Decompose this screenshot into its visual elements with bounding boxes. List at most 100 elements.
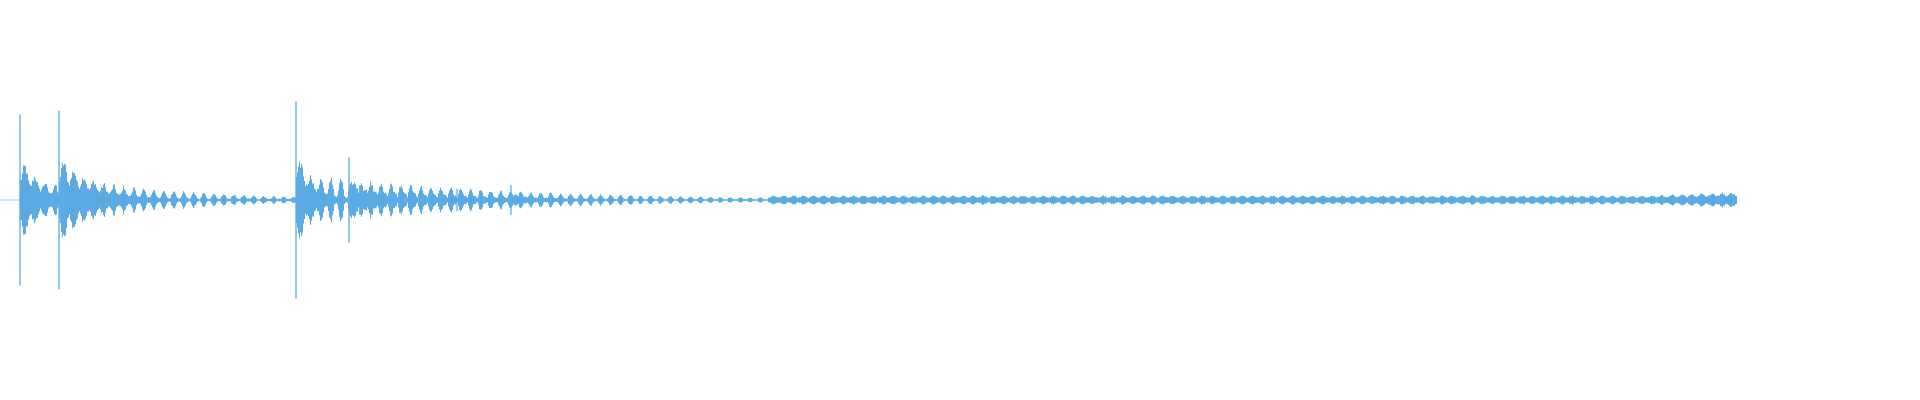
waveform-sample <box>85 181 86 219</box>
waveform-sample <box>526 197 527 203</box>
waveform-sample <box>573 197 574 203</box>
waveform-sample <box>269 198 270 202</box>
waveform-sample <box>300 167 301 233</box>
waveform-sample <box>1120 197 1121 203</box>
waveform-sample <box>986 196 987 204</box>
waveform-sample <box>1689 195 1690 205</box>
waveform-sample <box>1208 197 1209 203</box>
waveform-sample <box>1391 196 1392 204</box>
waveform-sample <box>266 198 267 202</box>
waveform-sample <box>71 177 72 223</box>
waveform-sample <box>1732 194 1733 206</box>
waveform-sample <box>793 196 794 204</box>
waveform-sample <box>1235 196 1236 204</box>
waveform-sample <box>1343 196 1344 204</box>
waveform-sample <box>1225 196 1226 204</box>
waveform-sample <box>478 195 479 205</box>
waveform-sample <box>1233 195 1234 205</box>
waveform-sample <box>1205 197 1206 203</box>
waveform-sample <box>1097 197 1098 203</box>
waveform-sample <box>37 182 38 218</box>
waveform-sample <box>1092 196 1093 204</box>
waveform-sample <box>75 175 76 225</box>
waveform-sample <box>1672 194 1673 206</box>
waveform-sample <box>1690 194 1691 206</box>
waveform-sample <box>587 198 588 202</box>
waveform-sample <box>1140 197 1141 203</box>
waveform-sample <box>1563 195 1564 205</box>
waveform-sample <box>1466 197 1467 203</box>
waveform-sample <box>514 195 515 205</box>
waveform-sample <box>428 193 429 207</box>
waveform-sample <box>1662 195 1663 205</box>
waveform-sample <box>1287 197 1288 203</box>
waveform-sample <box>1090 196 1091 204</box>
waveform-sample <box>1163 195 1164 205</box>
waveform-sample <box>63 165 64 235</box>
waveform-sample <box>781 196 782 204</box>
waveform-sample <box>792 195 793 205</box>
waveform-sample <box>757 199 758 201</box>
waveform-sample <box>669 196 670 204</box>
waveform-sample <box>377 194 378 206</box>
waveform-sample <box>1447 197 1448 203</box>
waveform-sample <box>616 199 617 201</box>
waveform-sample <box>126 193 127 207</box>
waveform-sample <box>710 196 711 204</box>
waveform-sample <box>544 198 545 202</box>
waveform-sample <box>1127 197 1128 203</box>
waveform-sample <box>1606 197 1607 203</box>
waveform-sample <box>1248 197 1249 203</box>
waveform-sample <box>482 192 483 208</box>
waveform-sample <box>1595 196 1596 204</box>
waveform-sample <box>121 192 122 208</box>
waveform-sample <box>1408 197 1409 203</box>
waveform-sample <box>801 196 802 204</box>
waveform-sample <box>830 197 831 203</box>
waveform-sample <box>645 199 646 201</box>
waveform-sample <box>1717 195 1718 205</box>
waveform-sample <box>667 198 668 202</box>
waveform-sample <box>38 185 39 215</box>
waveform-sample <box>1284 196 1285 204</box>
waveform-sample <box>1552 196 1553 204</box>
waveform-sample <box>1063 195 1064 205</box>
waveform-sample <box>992 196 993 204</box>
waveform-sample <box>196 196 197 204</box>
waveform-sample <box>826 197 827 203</box>
waveform-sample <box>752 198 753 202</box>
waveform-sample <box>139 196 140 204</box>
waveform-sample <box>331 177 332 223</box>
waveform-sample <box>299 161 300 239</box>
waveform-sample <box>1406 197 1407 203</box>
waveform-sample <box>947 197 948 203</box>
waveform-transients <box>19 101 512 299</box>
waveform-sample <box>421 185 422 215</box>
waveform-sample <box>217 198 218 202</box>
waveform-sample <box>1281 196 1282 204</box>
waveform-sample <box>1398 197 1399 203</box>
waveform-sample <box>255 196 256 204</box>
waveform-sample <box>522 193 523 207</box>
waveform-sample <box>169 198 170 202</box>
waveform-sample <box>789 197 790 203</box>
waveform-sample <box>1505 196 1506 204</box>
waveform-sample <box>805 196 806 204</box>
waveform-sample <box>117 193 118 207</box>
waveform-sample <box>1053 195 1054 205</box>
waveform-sample <box>306 184 307 216</box>
waveform-sample <box>34 176 35 224</box>
waveform-sample <box>1005 196 1006 204</box>
waveform-sample <box>1445 196 1446 204</box>
waveform-sample <box>1031 196 1032 204</box>
waveform-sample <box>32 180 33 220</box>
waveform-sample <box>639 196 640 204</box>
waveform-sample <box>1622 195 1623 205</box>
waveform-sample <box>1157 197 1158 203</box>
waveform-sample <box>103 184 104 216</box>
waveform-sample <box>703 199 704 201</box>
waveform-sample <box>264 196 265 204</box>
waveform-sample <box>1413 195 1414 205</box>
